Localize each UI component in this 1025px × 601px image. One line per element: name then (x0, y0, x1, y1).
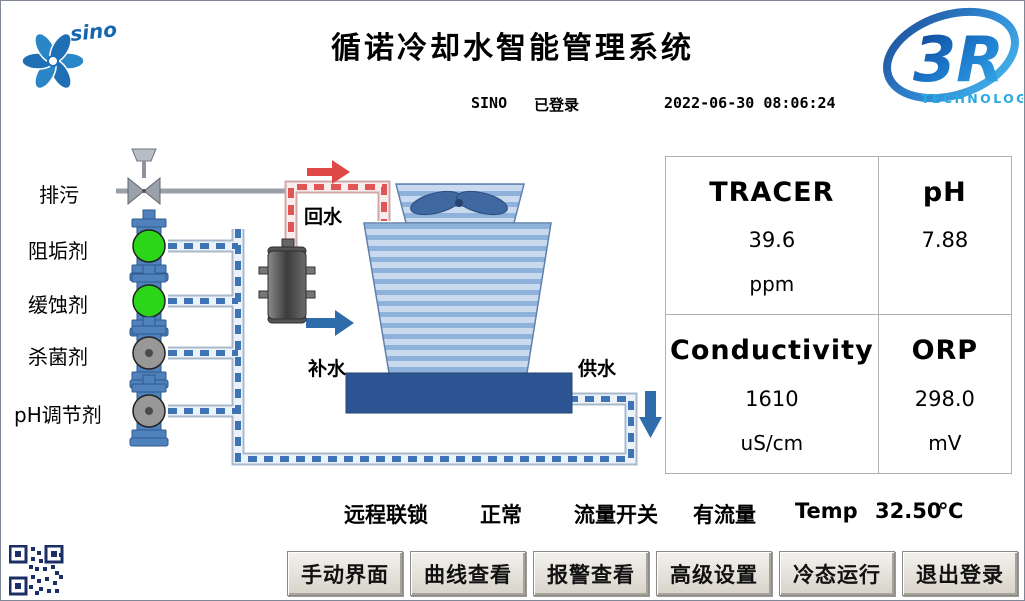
measurement-name: Conductivity (670, 335, 874, 366)
measurement-value: 39.6 (748, 228, 796, 252)
pump-ph-adjuster-icon (129, 374, 169, 447)
label-makeup-water: 补水 (308, 358, 347, 380)
temp-unit: ℃ (938, 499, 964, 523)
3r-logo-subtext: TECHNOLOGY (921, 91, 1023, 106)
3r-logo: 3R TECHNOLOGY (883, 7, 1023, 106)
3r-logo-text: 3R (913, 23, 1004, 96)
measurement-unit: uS/cm (740, 431, 804, 455)
measurement-name: TRACER (709, 177, 835, 208)
datetime: 2022-06-30 08:06:24 (664, 94, 836, 112)
flow-switch-value: 有流量 (693, 503, 756, 527)
cooling-tower (345, 183, 573, 414)
page-title: 循诺冷却水智能管理系统 (331, 31, 694, 66)
temp-label: Temp (795, 499, 858, 523)
button-advanced-settings[interactable]: 高级设置 (656, 551, 772, 596)
label-ph-adjuster: pH调节剂 (14, 403, 102, 427)
pump-biocide-icon (129, 316, 169, 389)
measurement-name: ORP (911, 335, 979, 366)
3r-swoosh-icon (883, 7, 1019, 103)
return-flow-arrow-icon (307, 160, 350, 184)
pipe-network-blue (168, 229, 638, 466)
blowdown-valve-icon (127, 148, 161, 206)
remote-interlock-label: 远程联锁 (344, 503, 428, 527)
filter-vessel-icon (258, 238, 316, 324)
measurement-value: 7.88 (921, 228, 969, 252)
sino-logo: sino (21, 17, 118, 90)
process-diagram (116, 148, 662, 466)
supply-flow-arrow-icon (639, 391, 662, 438)
button-manual-screen[interactable]: 手动界面 (287, 551, 403, 596)
button-logout[interactable]: 退出登录 (902, 551, 1018, 596)
label-return-water: 回水 (304, 206, 343, 228)
login-status: 已登录 (534, 96, 580, 114)
tower-fan-icon (410, 190, 508, 216)
remote-interlock-value: 正常 (480, 503, 522, 527)
measurement-value: 1610 (745, 386, 799, 411)
measurement-unit: mV (928, 431, 962, 455)
measurement-panel: TRACER 39.6 ppm pH 7.88 Conductivity 161… (665, 156, 1012, 474)
button-curve-view[interactable]: 曲线查看 (410, 551, 526, 596)
measurement-cell-orp: ORP 298.0 mV (879, 315, 1011, 473)
temp-value: 32.50 (875, 499, 942, 523)
tower-basin (345, 372, 573, 414)
button-cold-run[interactable]: 冷态运行 (779, 551, 895, 596)
label-blowdown: 排污 (39, 183, 79, 207)
pipe-return-red (284, 180, 391, 249)
measurement-unit: ppm (749, 272, 795, 296)
makeup-flow-arrow-icon (306, 310, 354, 336)
logged-user: SINO (471, 94, 508, 112)
measurement-value: 298.0 (914, 386, 975, 411)
qr-code-icon (9, 545, 65, 597)
measurement-cell-tracer: TRACER 39.6 ppm (666, 157, 879, 315)
measurement-name: pH (922, 177, 967, 208)
label-supply-water: 供水 (578, 358, 617, 380)
label-corrosion-inhibitor: 缓蚀剂 (28, 293, 88, 317)
label-biocide: 杀菌剂 (28, 345, 88, 369)
flow-switch-label: 流量开关 (574, 503, 658, 527)
sino-pinwheel-icon (21, 32, 85, 90)
label-scale-inhibitor: 阻垢剂 (28, 239, 88, 263)
measurement-cell-conductivity: Conductivity 1610 uS/cm (666, 315, 879, 473)
sino-logo-text: sino (69, 17, 118, 46)
button-alarm-view[interactable]: 报警查看 (533, 551, 649, 596)
measurement-cell-ph: pH 7.88 (878, 157, 1011, 315)
